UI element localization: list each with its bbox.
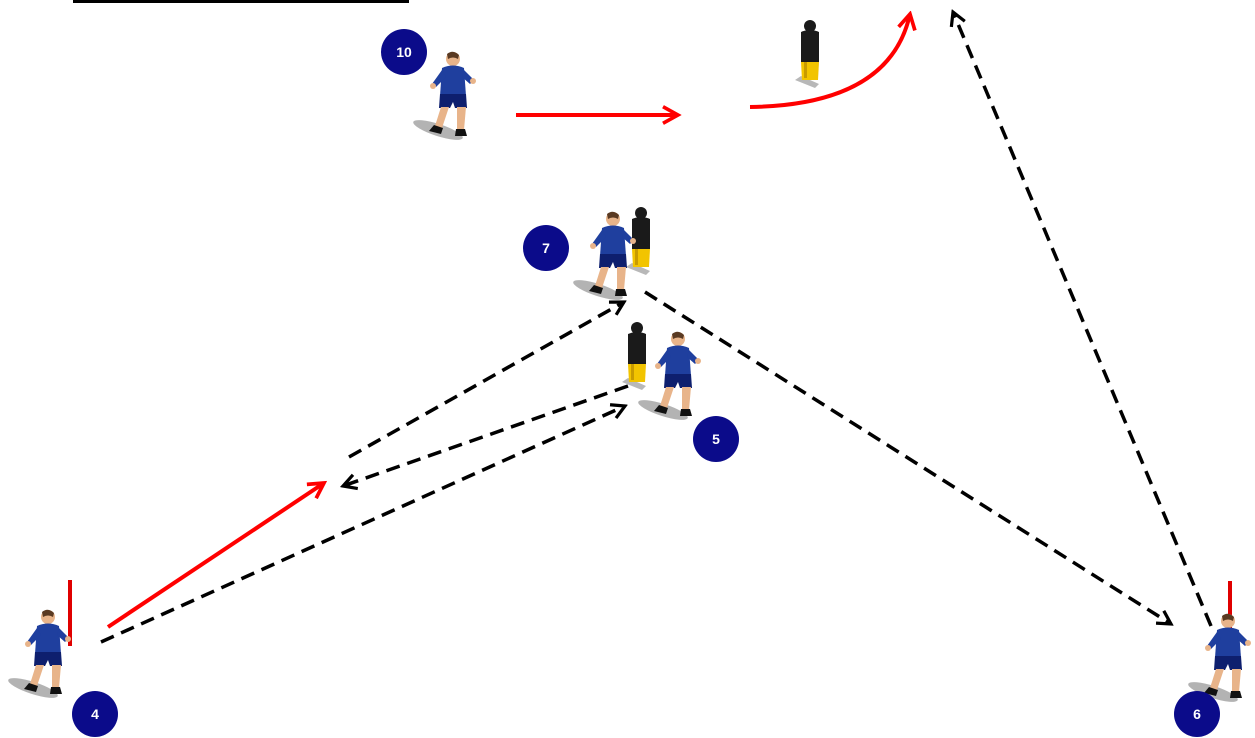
tackle-dummy-icon <box>622 322 646 390</box>
top-bar <box>73 0 409 3</box>
player-number: 10 <box>396 44 412 60</box>
player-number: 5 <box>712 431 720 447</box>
player-number: 6 <box>1193 706 1201 722</box>
corner-marker-icon <box>68 580 72 646</box>
pass-arrow-5-to-4 <box>343 384 629 486</box>
rugby-player-icon <box>636 331 701 424</box>
player-badge-5: 5 <box>693 416 739 462</box>
pass-arrow-7-to-6 <box>644 290 1171 624</box>
arrows-layer <box>100 12 1213 644</box>
rugby-player-icon <box>571 211 636 304</box>
player-badge-10: 10 <box>381 29 427 75</box>
player-badge-4: 4 <box>72 691 118 737</box>
corner-marker-icon <box>1228 581 1232 631</box>
player-badge-6: 6 <box>1174 691 1220 737</box>
run-arrow-4 <box>106 483 324 629</box>
tackle-dummy-icon <box>795 20 819 88</box>
player-number: 7 <box>542 240 550 256</box>
pass-arrow-6-to-10 <box>953 12 1213 627</box>
player-number: 4 <box>91 706 99 722</box>
pass-arrow-4-to-7 <box>348 302 624 459</box>
rugby-player-icon <box>6 609 72 702</box>
pass-arrow-4-to-5 <box>100 406 625 644</box>
player-badge-7: 7 <box>523 225 569 271</box>
run-curve-arrow-10 <box>749 14 910 109</box>
